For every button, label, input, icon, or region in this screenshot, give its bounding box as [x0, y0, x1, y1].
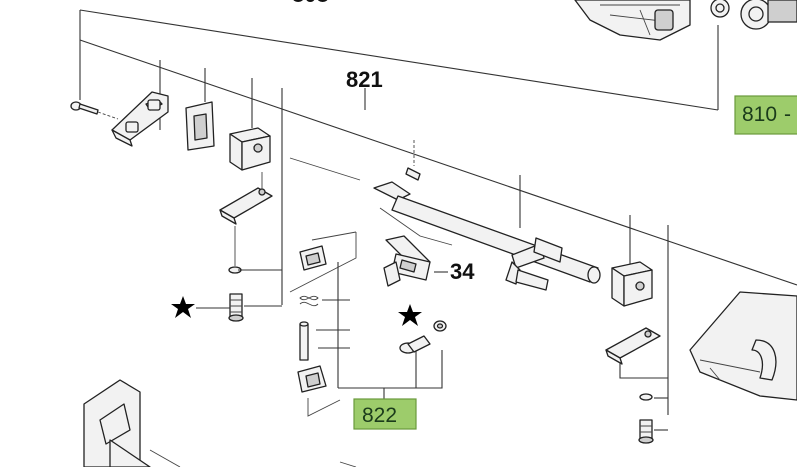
- frame-line-top: [79, 9, 719, 111]
- spring-clip-34: [383, 235, 431, 287]
- clip-lower-center: [297, 365, 327, 393]
- housing-partial-top: [574, 0, 797, 41]
- pin-small-top: [405, 167, 421, 181]
- star-icon: [171, 296, 195, 318]
- clamp-plate-right: [605, 327, 661, 365]
- clip-upper-center: [299, 245, 327, 271]
- label-808-partial: 808: [292, 0, 329, 7]
- screw-center: [399, 335, 431, 354]
- rod-assembly: [373, 181, 601, 291]
- screw-top-left: [70, 101, 119, 120]
- screw-left-lower: [228, 293, 244, 322]
- frame-line-upper-diagonal: [79, 39, 797, 286]
- pin-vertical: [299, 321, 309, 361]
- label-box-822: [353, 398, 417, 430]
- cube-block-left: [229, 127, 271, 171]
- label-822: 822: [362, 404, 397, 427]
- label-box-810: [734, 95, 797, 135]
- housing-bottom-left: [83, 379, 357, 467]
- washer-right: [639, 393, 653, 401]
- bracket-plate-left: [111, 91, 169, 147]
- screw-right-lower: [638, 419, 654, 444]
- clamp-plate-left: [219, 172, 273, 225]
- spring-small: [299, 295, 319, 307]
- label-821: 821: [346, 67, 383, 92]
- label-810-dash: -: [784, 103, 791, 126]
- gasket-square: [185, 101, 215, 151]
- cube-block-right: [611, 261, 653, 307]
- label-34: 34: [450, 259, 475, 284]
- star-icon: [398, 304, 422, 326]
- label-810: 810: [742, 103, 777, 126]
- housing-right: [689, 291, 797, 401]
